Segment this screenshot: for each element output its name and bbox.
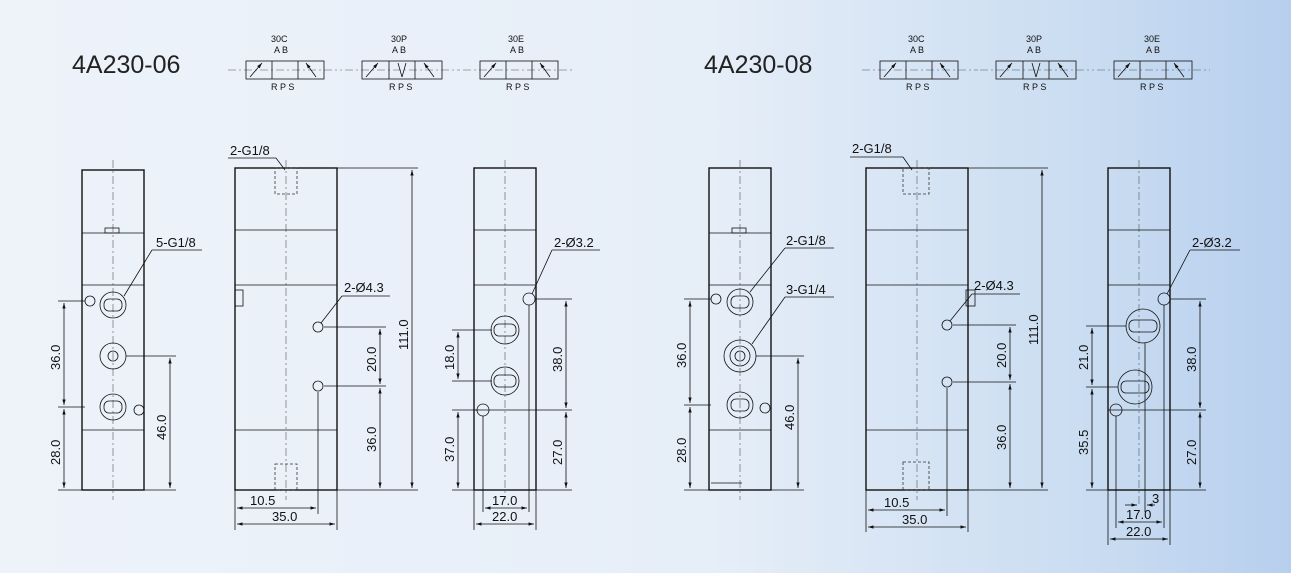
symbol-ports-top: A B: [1027, 45, 1041, 55]
symbol-label: 30C: [271, 34, 288, 44]
end-callout-holes: 2-Ø3.2: [1192, 235, 1232, 250]
side-callout-ports-b: 3-G1/4: [786, 282, 826, 297]
end-dim-18: 18.0: [442, 345, 457, 370]
end-dim-35-5: 35.5: [1076, 430, 1091, 455]
end-dim-38: 38.0: [550, 347, 565, 372]
symbol-label: 30E: [508, 34, 524, 44]
end-dim-17: 17.0: [1126, 507, 1151, 522]
end-dim-27: 27.0: [550, 440, 565, 465]
valve-symbol-30p: 30P A B R P S: [980, 34, 1094, 92]
symbol-label: 30P: [1026, 34, 1042, 44]
side-callout-ports: 5-G1/8: [156, 235, 196, 250]
end-dim-17: 17.0: [492, 493, 517, 508]
symbol-ports-top: A B: [1146, 45, 1160, 55]
front-dim-35: 35.0: [902, 512, 927, 527]
front-dim-35: 35.0: [272, 509, 297, 524]
side-dim-46: 46.0: [782, 405, 797, 430]
front-callout-top-ports: 2-G1/8: [852, 141, 892, 156]
end-view: 2-Ø3.2 21.0 35.5 38.0 27.0 3 17.0 22.0: [1076, 160, 1240, 545]
model-4a230-08: 4A230-08 30C A B R P S 30P A B R P S 30E…: [674, 34, 1240, 545]
end-dim-27: 27.0: [1184, 440, 1199, 465]
valve-symbol-30p: 30P A B R P S: [345, 34, 460, 92]
end-dim-22: 22.0: [1126, 524, 1151, 539]
front-callout-mount-holes: 2-Ø4.3: [974, 278, 1014, 293]
front-dim-36: 36.0: [364, 427, 379, 452]
front-dim-20: 20.0: [364, 347, 379, 372]
end-dim-21: 21.0: [1076, 345, 1091, 370]
front-dim-10-5: 10.5: [884, 495, 909, 510]
front-view: 2-G1/8 2-Ø4.3 20.0 36.0 111.0 10.5 35.0: [850, 141, 1048, 532]
end-dim-37: 37.0: [442, 437, 457, 462]
symbol-ports-top: A B: [392, 45, 406, 55]
valve-symbol-30c: 30C A B R P S: [228, 34, 342, 92]
side-dim-36: 36.0: [674, 343, 689, 368]
side-dim-28: 28.0: [674, 438, 689, 463]
symbol-label: 30P: [391, 34, 407, 44]
symbol-ports-top: A B: [910, 45, 924, 55]
front-callout-mount-holes: 2-Ø4.3: [344, 280, 384, 295]
model-4a230-06: 4A230-06 30C A B R P S 30P A B R P S 30E…: [48, 34, 600, 530]
symbol-label: 30E: [1144, 34, 1160, 44]
side-view: 2-G1/8 3-G1/4 36.0 28.0 46.0: [674, 160, 834, 500]
end-view: 2-Ø3.2 18.0 37.0 38.0 27.0 17.0 22.0: [442, 160, 600, 530]
side-dim-36: 36.0: [48, 345, 63, 370]
front-dim-111: 111.0: [396, 319, 411, 350]
symbol-label: 30C: [908, 34, 925, 44]
side-dim-28: 28.0: [48, 440, 63, 465]
end-callout-holes: 2-Ø3.2: [554, 235, 594, 250]
symbol-ports-bottom: R P S: [506, 82, 529, 92]
side-view: 5-G1/8 36.0 28.0 46.0: [48, 160, 202, 500]
valve-symbol-30e: 30E A B R P S: [1097, 34, 1210, 92]
side-callout-ports-a: 2-G1/8: [786, 233, 826, 248]
symbol-ports-bottom: R P S: [1023, 82, 1046, 92]
symbol-ports-bottom: R P S: [389, 82, 412, 92]
symbol-ports-bottom: R P S: [906, 82, 929, 92]
front-dim-36: 36.0: [994, 425, 1009, 450]
symbol-ports-bottom: R P S: [271, 82, 294, 92]
front-dim-10-5: 10.5: [250, 493, 275, 508]
side-dim-46: 46.0: [154, 415, 169, 440]
model-title: 4A230-08: [704, 51, 812, 79]
end-dim-38: 38.0: [1184, 347, 1199, 372]
end-dim-3: 3: [1152, 491, 1159, 506]
model-title: 4A230-06: [72, 51, 180, 79]
valve-symbol-30c: 30C A B R P S: [862, 34, 978, 92]
front-dim-111: 111.0: [1026, 314, 1041, 345]
front-view: 2-G1/8 2-Ø4.3 20.0 36.0 111.0 10.5 35.0: [228, 143, 418, 530]
symbol-ports-top: A B: [274, 45, 288, 55]
front-callout-top-ports: 2-G1/8: [230, 143, 270, 158]
end-dim-22: 22.0: [492, 509, 517, 524]
front-dim-20: 20.0: [994, 343, 1009, 368]
symbol-ports-top: A B: [510, 45, 524, 55]
valve-symbol-30e: 30E A B R P S: [463, 34, 575, 92]
symbol-ports-bottom: R P S: [1140, 82, 1163, 92]
